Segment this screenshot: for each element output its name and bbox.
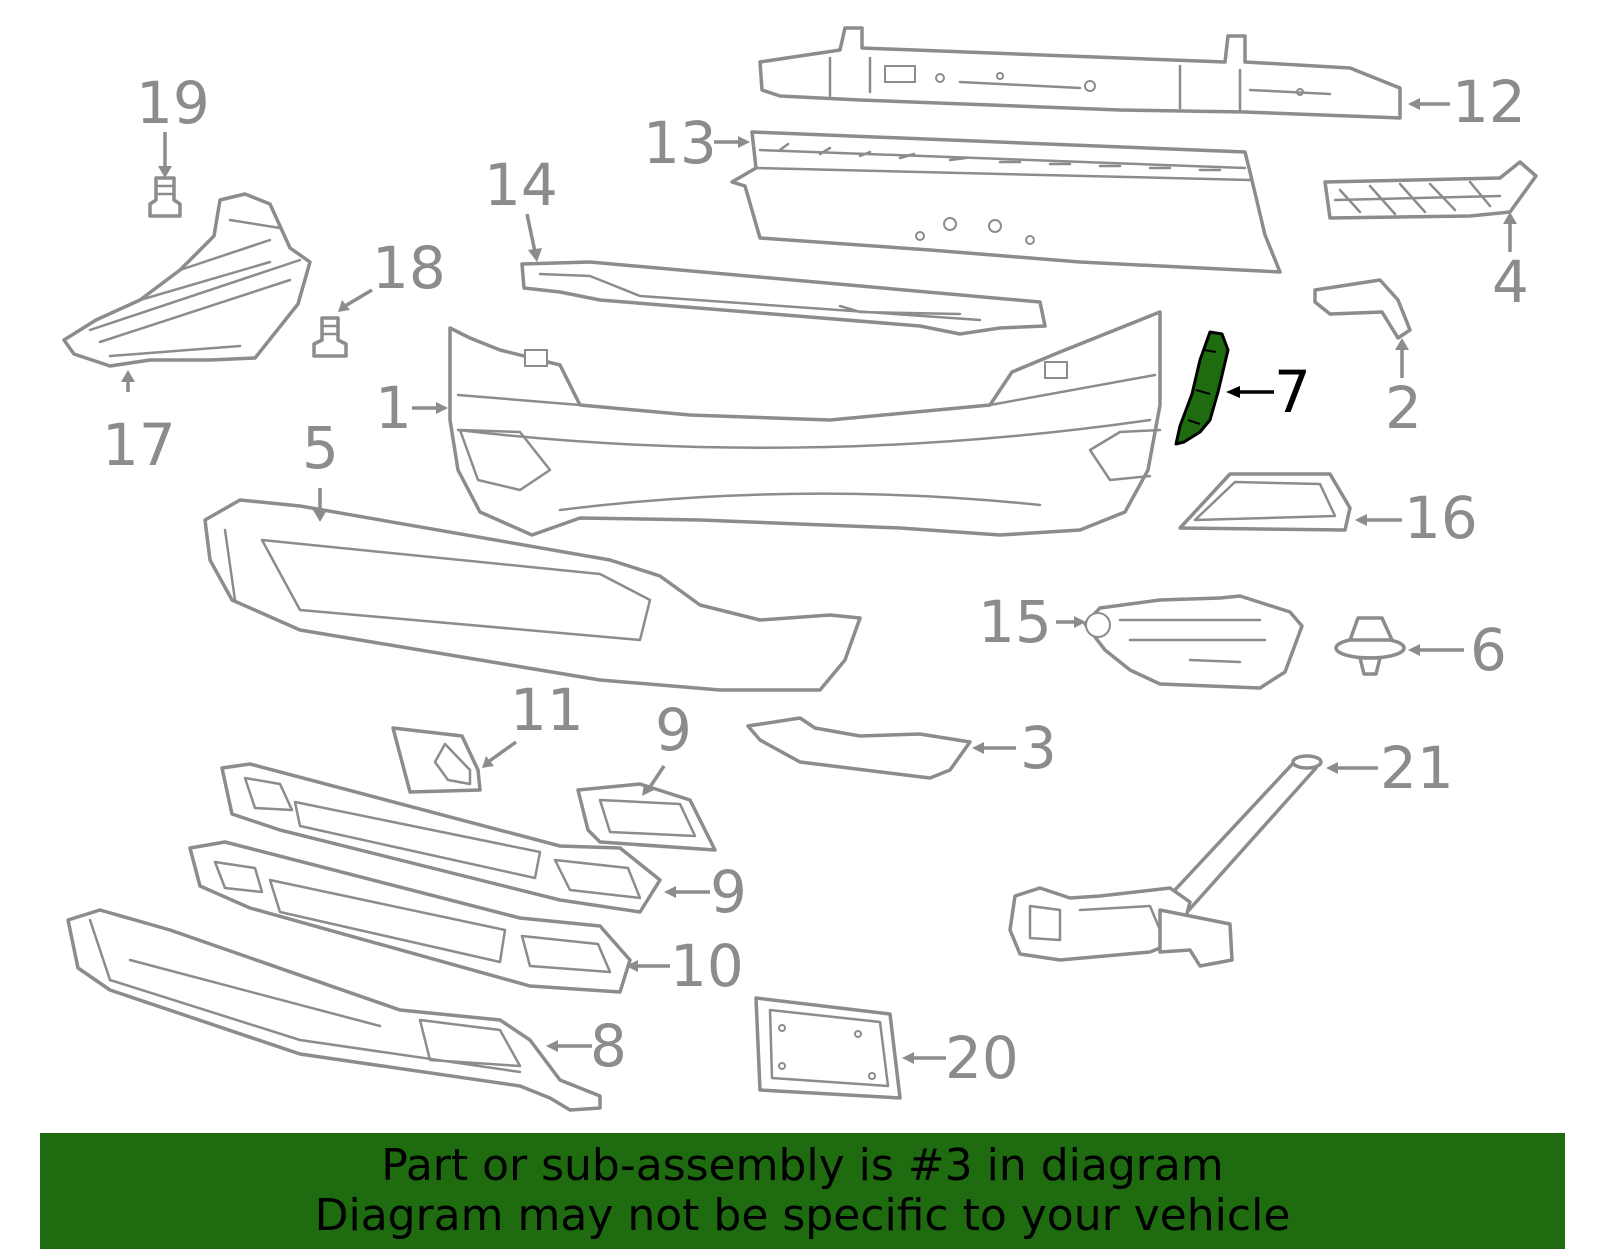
part-3-selected xyxy=(1174,330,1230,446)
part-15-fog-housing xyxy=(1083,594,1304,690)
part-1-fascia xyxy=(448,310,1162,537)
callout-14: 14 xyxy=(484,151,558,219)
banner-line-2: Diagram may not be specific to your vehi… xyxy=(314,1190,1291,1241)
callout-9-lower: 9 xyxy=(710,858,747,926)
callout-arrows xyxy=(121,98,1517,1064)
part-9-grille xyxy=(220,762,662,914)
callout-17: 20 xyxy=(945,1024,1019,1092)
callout-21: 21 xyxy=(1380,734,1454,802)
parts-diagram: 19 18 17 14 13 12 4 2 1 5 16 15 6 11 9 3… xyxy=(62,26,1538,1112)
part-5-lower-fascia xyxy=(203,498,862,692)
callout-19: 18 xyxy=(372,234,446,302)
part-16-bezel xyxy=(1178,472,1352,532)
part-12-reinforcement xyxy=(758,26,1402,120)
part-13-absorber xyxy=(730,130,1282,274)
callout-18: 17 xyxy=(102,411,176,479)
callout-11: 11 xyxy=(510,676,584,744)
part-20-screw xyxy=(148,176,182,218)
callout-6: 6 xyxy=(1470,616,1507,684)
callout-10: 10 xyxy=(670,932,744,1000)
part-14-bracket xyxy=(520,260,1047,336)
part-17-license-bracket xyxy=(754,996,902,1100)
callout-3-selected: 7 xyxy=(1274,358,1311,426)
callout-7: 3 xyxy=(1020,714,1057,782)
part-21-tow-hook xyxy=(1008,754,1323,968)
banner-line-1: Part or sub-assembly is #3 in diagram xyxy=(381,1140,1224,1191)
part-2-bracket xyxy=(1313,278,1412,340)
callout-20: 19 xyxy=(136,69,210,137)
callout-2: 2 xyxy=(1385,374,1422,442)
callout-1: 1 xyxy=(375,374,412,442)
part-7-trim xyxy=(746,716,972,780)
callout-16: 16 xyxy=(1404,484,1478,552)
callout-4: 4 xyxy=(1492,248,1529,316)
part-11-bezel xyxy=(391,726,482,794)
callout-8: 8 xyxy=(590,1012,627,1080)
callout-labels: 19 18 17 14 13 12 4 2 1 5 16 15 6 11 9 3… xyxy=(102,68,1529,1092)
part-18-shield xyxy=(62,192,312,368)
part-6-clip xyxy=(1334,616,1406,676)
part-8-skid xyxy=(66,908,602,1112)
callout-arrow-3 xyxy=(1226,386,1274,398)
part-19-screw xyxy=(312,316,348,358)
callout-5: 5 xyxy=(302,414,339,482)
callout-12: 12 xyxy=(1452,68,1526,136)
info-banner: Part or sub-assembly is #3 in diagram Di… xyxy=(40,1133,1565,1249)
part-9-grille-small xyxy=(576,782,717,852)
callout-9-upper: 9 xyxy=(655,696,692,764)
part-10-grille xyxy=(188,840,632,994)
callout-15: 15 xyxy=(978,588,1052,656)
part-4-bracket xyxy=(1323,160,1538,220)
callout-13: 13 xyxy=(643,109,717,177)
